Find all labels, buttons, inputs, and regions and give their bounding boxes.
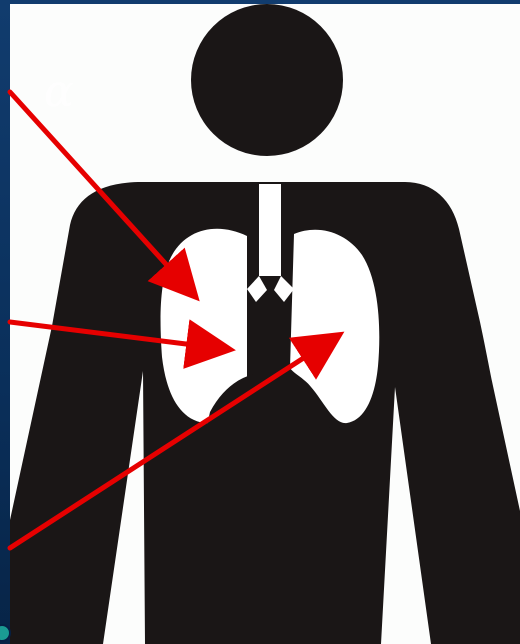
head-icon bbox=[191, 4, 343, 156]
faded-letter-label: α bbox=[44, 70, 74, 114]
trachea bbox=[259, 184, 281, 276]
mediastinum bbox=[250, 302, 290, 372]
